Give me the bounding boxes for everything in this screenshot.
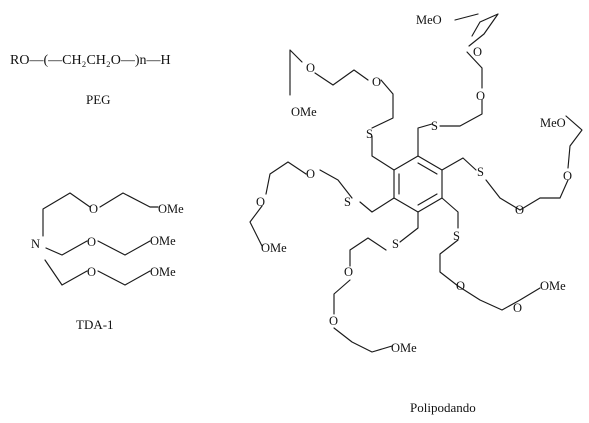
tda1-caption: TDA-1 <box>76 317 114 332</box>
peg-caption: PEG <box>86 92 111 107</box>
arm-4-methoxy: OMe <box>540 279 566 293</box>
tda1-bonds <box>42 192 159 286</box>
arm-1-methoxy: OMe <box>291 105 317 119</box>
arm-6-chain <box>249 161 353 247</box>
arm-5-oxygen-2: O <box>329 314 338 328</box>
arm-6-oxygen-2: O <box>256 195 265 209</box>
arm-3-sulfur: S <box>477 165 484 179</box>
arm-4-sulfur: S <box>453 229 460 243</box>
arm-2-chain <box>439 13 499 127</box>
arm-5-methoxy: OMe <box>391 341 417 355</box>
arm-2-sulfur: S <box>431 119 438 133</box>
tda1-structure: N O O O OMe OMe OMe TDA-1 <box>31 192 184 332</box>
benzene-inner-bonds <box>398 162 438 206</box>
peg-formula: RO—(—CH₂CH₂O—)n—H <box>10 53 171 68</box>
arm-3-chain <box>485 115 583 211</box>
arm-5-chain <box>333 237 393 353</box>
peg-structure: RO—(—CH₂CH₂O—)n—H PEG <box>10 53 171 107</box>
arm-6-sulfur: S <box>344 195 351 209</box>
arm-5-oxygen-1: O <box>344 265 353 279</box>
tda1-oxygen-1: O <box>89 202 98 216</box>
tda1-methoxy-2: OMe <box>150 234 176 248</box>
tda1-nitrogen: N <box>31 237 40 251</box>
arm-3-oxygen-2: O <box>563 169 572 183</box>
arm-2-methoxy: MeO <box>416 13 442 27</box>
arm-6-methoxy: OMe <box>261 241 287 255</box>
polipodando-caption: Polipodando <box>410 400 476 415</box>
arm-1-sulfur: S <box>366 127 373 141</box>
arm-3-methoxy: MeO <box>540 116 566 130</box>
tda1-oxygen-3: O <box>87 265 96 279</box>
arm-4-chain <box>439 239 541 311</box>
arm-1-oxygen-2: O <box>306 61 315 75</box>
tda1-methoxy-3: OMe <box>150 265 176 279</box>
tda1-methoxy-1: OMe <box>158 202 184 216</box>
arm-6-oxygen-1: O <box>306 167 315 181</box>
arm-4-oxygen-2: O <box>513 301 522 315</box>
arm-5-sulfur: S <box>392 237 399 251</box>
ring-ch2-links <box>359 123 477 243</box>
arm-4-oxygen-1: O <box>456 279 465 293</box>
arm-2-oxygen-1: O <box>476 89 485 103</box>
arm-1-chain <box>289 49 394 129</box>
arm-2-oxygen-2: O <box>473 45 482 59</box>
polipodando-structure: S O O OMe S O O MeO S O O MeO S O O OMe … <box>249 13 583 415</box>
arm-3-oxygen-1: O <box>515 203 524 217</box>
tda1-oxygen-2: O <box>87 235 96 249</box>
arm-1-oxygen-1: O <box>372 75 381 89</box>
benzene-ring <box>393 155 443 213</box>
